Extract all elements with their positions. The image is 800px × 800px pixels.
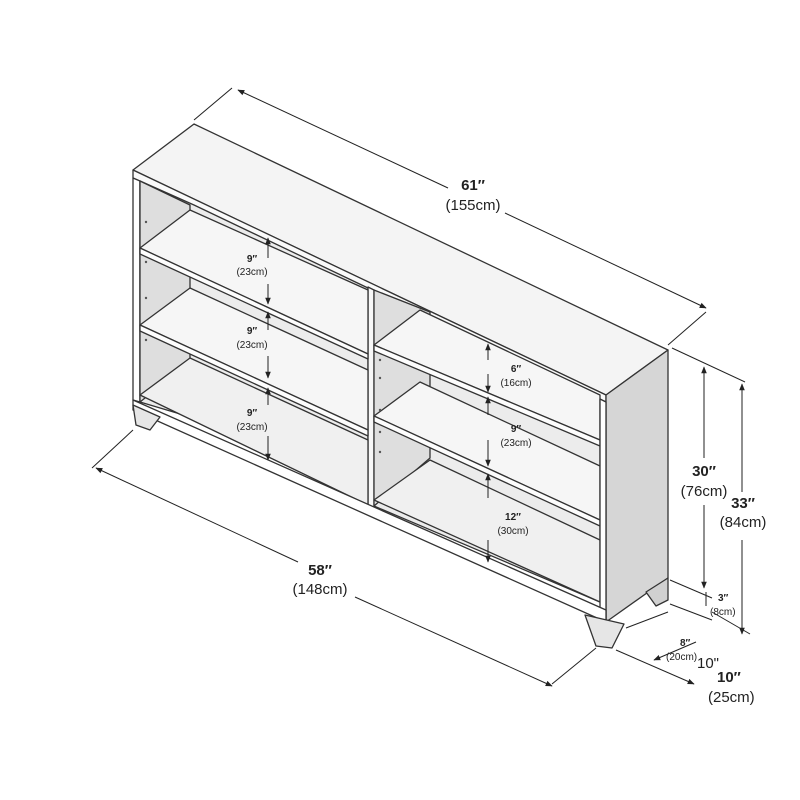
right-shelf-3-metric: (30cm)	[497, 526, 528, 537]
front-width-metric: (148cm)	[292, 581, 347, 598]
dim-overall-width: 61″ (155cm)	[193, 87, 707, 346]
left-bay-floor	[139, 357, 369, 506]
right-shelf-1-imperial: 6″	[511, 364, 522, 375]
left-shelf-2-metric: (23cm)	[236, 340, 267, 351]
front-left-leg	[132, 404, 161, 431]
total-height-imperial: 33″	[731, 495, 755, 512]
leg-height-imperial: 3″	[718, 593, 729, 604]
overall-width-imperial: 61″	[461, 177, 485, 194]
right-side-panel	[605, 349, 669, 623]
bookcase	[132, 123, 669, 649]
shelf-pin-holes	[144, 220, 382, 454]
dim-left-shelf-1: 9″ (23cm)	[236, 237, 271, 305]
depth-extra-label: 10"	[697, 655, 719, 672]
front-width-imperial: 58″	[308, 562, 332, 579]
left-shelf-3-metric: (23cm)	[236, 422, 267, 433]
dim-total-height: 33″ (84cm)	[671, 347, 767, 635]
left-shelf-1-imperial: 9″	[247, 254, 258, 265]
left-side-face	[132, 177, 141, 403]
right-shelf-2-imperial: 9″	[511, 424, 522, 435]
dim-right-shelf-1: 6″ (16cm)	[485, 343, 532, 393]
right-front-edge	[599, 398, 607, 623]
dim-right-shelf-3: 12″ (30cm)	[485, 473, 529, 563]
dim-front-width: 58″ (148cm)	[91, 429, 597, 687]
left-shelf-1-metric: (23cm)	[236, 267, 267, 278]
dim-right-shelf-2: 9″ (23cm)	[485, 396, 532, 467]
front-right-leg	[584, 614, 625, 649]
dim-body-height: 30″ (76cm)	[681, 366, 728, 589]
center-divider	[367, 286, 375, 509]
back-right-leg	[645, 577, 669, 607]
dim-depth: 10" 10″ (25cm)	[615, 649, 755, 706]
leg-depth-metric: (20cm)	[666, 652, 697, 663]
depth-imperial: 10″	[717, 669, 741, 686]
body-height-metric: (76cm)	[681, 483, 728, 500]
left-shelf-3-imperial: 9″	[247, 408, 258, 419]
left-shelf-2-front	[139, 324, 369, 437]
right-shelf-1-metric: (16cm)	[500, 378, 531, 389]
left-shelf-1-front	[139, 247, 369, 360]
body-height-imperial: 30″	[692, 463, 716, 480]
leg-height-metric: (8cm)	[710, 607, 736, 618]
leg-depth-imperial: 8″	[680, 638, 691, 649]
depth-metric: (25cm)	[708, 689, 755, 706]
right-shelf-3-imperial: 12″	[505, 512, 521, 523]
total-height-metric: (84cm)	[720, 514, 767, 531]
dim-leg-depth: 8″ (20cm)	[625, 611, 697, 663]
right-shelf-2-metric: (23cm)	[500, 438, 531, 449]
dim-left-shelf-2: 9″ (23cm)	[236, 311, 271, 379]
overall-width-metric: (155cm)	[445, 197, 500, 214]
left-shelf-2-imperial: 9″	[247, 326, 258, 337]
dim-left-shelf-3: 9″ (23cm)	[236, 387, 271, 461]
dim-leg-height: 3″ (8cm)	[669, 579, 736, 621]
